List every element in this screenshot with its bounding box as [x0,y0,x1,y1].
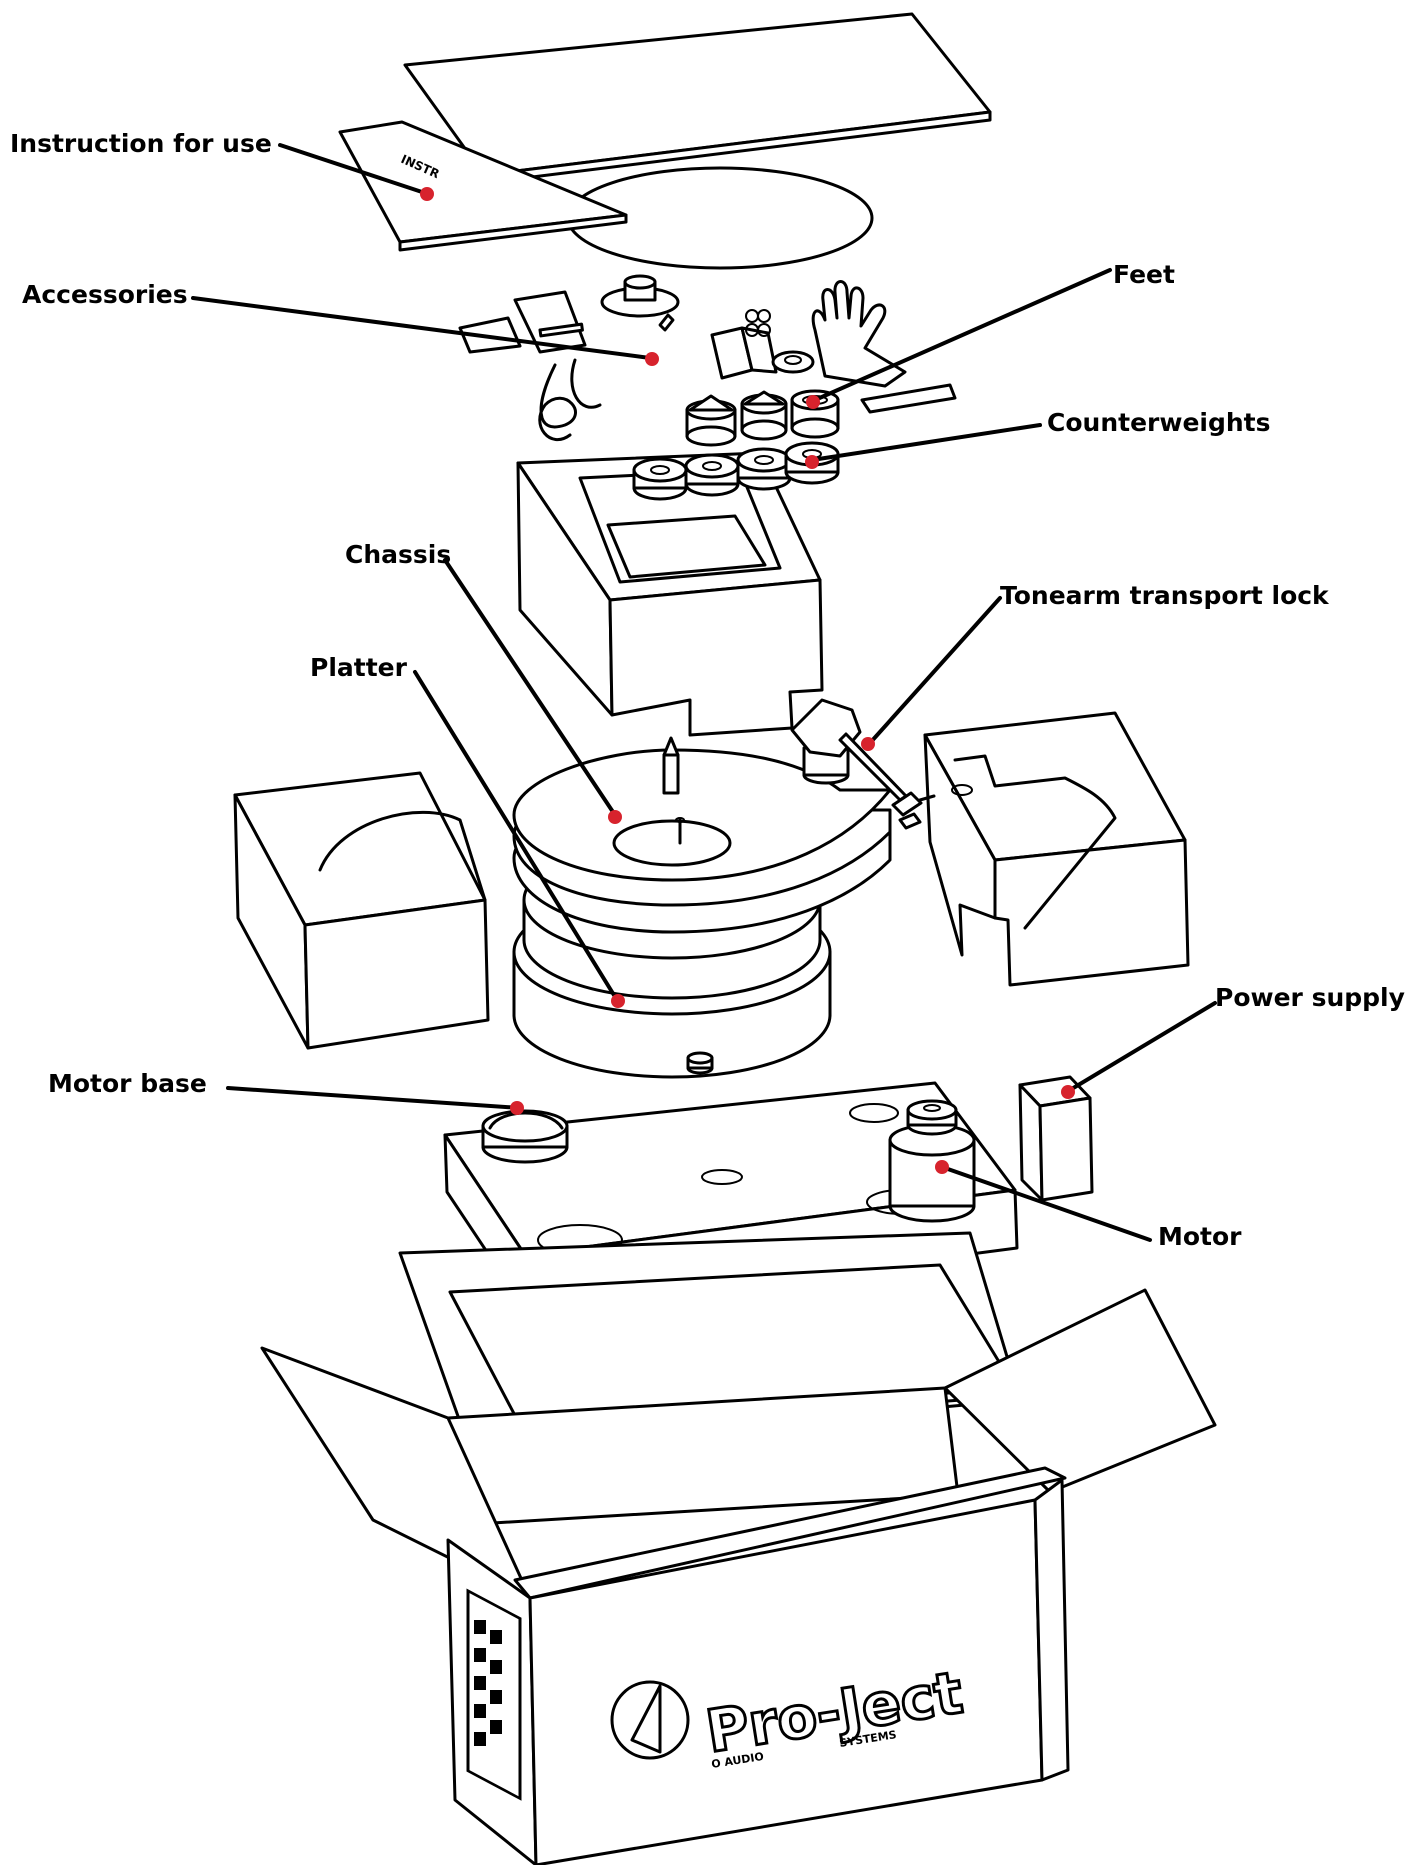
label-motor: Motor [1158,1222,1242,1251]
leader-tonearm-lock [868,596,1002,745]
label-chassis: Chassis [345,540,451,569]
callout-labels: Instruction for use Accessories Feet Cou… [10,129,1405,1251]
instruction-manual: INSTR [338,120,628,252]
label-power-supply: Power supply [1215,983,1405,1012]
feet-group [685,389,840,447]
marker-instruction [420,187,434,201]
leader-accessories [191,296,652,360]
motor [888,1099,976,1223]
marker-feet [806,395,820,409]
left-foam-block [233,771,490,1050]
leader-chassis [443,558,617,817]
label-feet: Feet [1113,260,1175,289]
label-motor-base: Motor base [48,1069,207,1098]
leader-platter [413,670,619,1002]
marker-motor-base [510,1101,524,1115]
label-tonearm-lock: Tonearm transport lock [1000,581,1330,610]
motor-base-pulley [481,1109,569,1164]
accessories-group [458,274,957,442]
marker-accessories [645,352,659,366]
leader-feet [813,268,1112,402]
leader-motor [943,1166,1152,1242]
marker-tonearm-lock [861,737,875,751]
leader-motor-base [226,1086,522,1110]
marker-counterweights [805,455,819,469]
right-foam-block [923,711,1190,987]
callout-markers [420,187,1075,1174]
power-supply [1018,1075,1094,1202]
marker-power-supply [1061,1085,1075,1099]
shipping-box [260,1288,1217,1865]
marker-motor [935,1160,949,1174]
tonearm-with-transport-lock [790,698,936,830]
leader-counterweights [810,423,1042,462]
label-counterweights: Counterweights [1047,408,1271,437]
marker-platter [611,994,625,1008]
leader-instruction [278,143,427,195]
label-platter: Platter [310,653,408,682]
label-instruction: Instruction for use [10,129,272,158]
leader-lines [191,143,1217,1242]
leader-power-supply [1068,1001,1217,1092]
marker-chassis [608,810,622,824]
label-accessories: Accessories [22,280,188,309]
